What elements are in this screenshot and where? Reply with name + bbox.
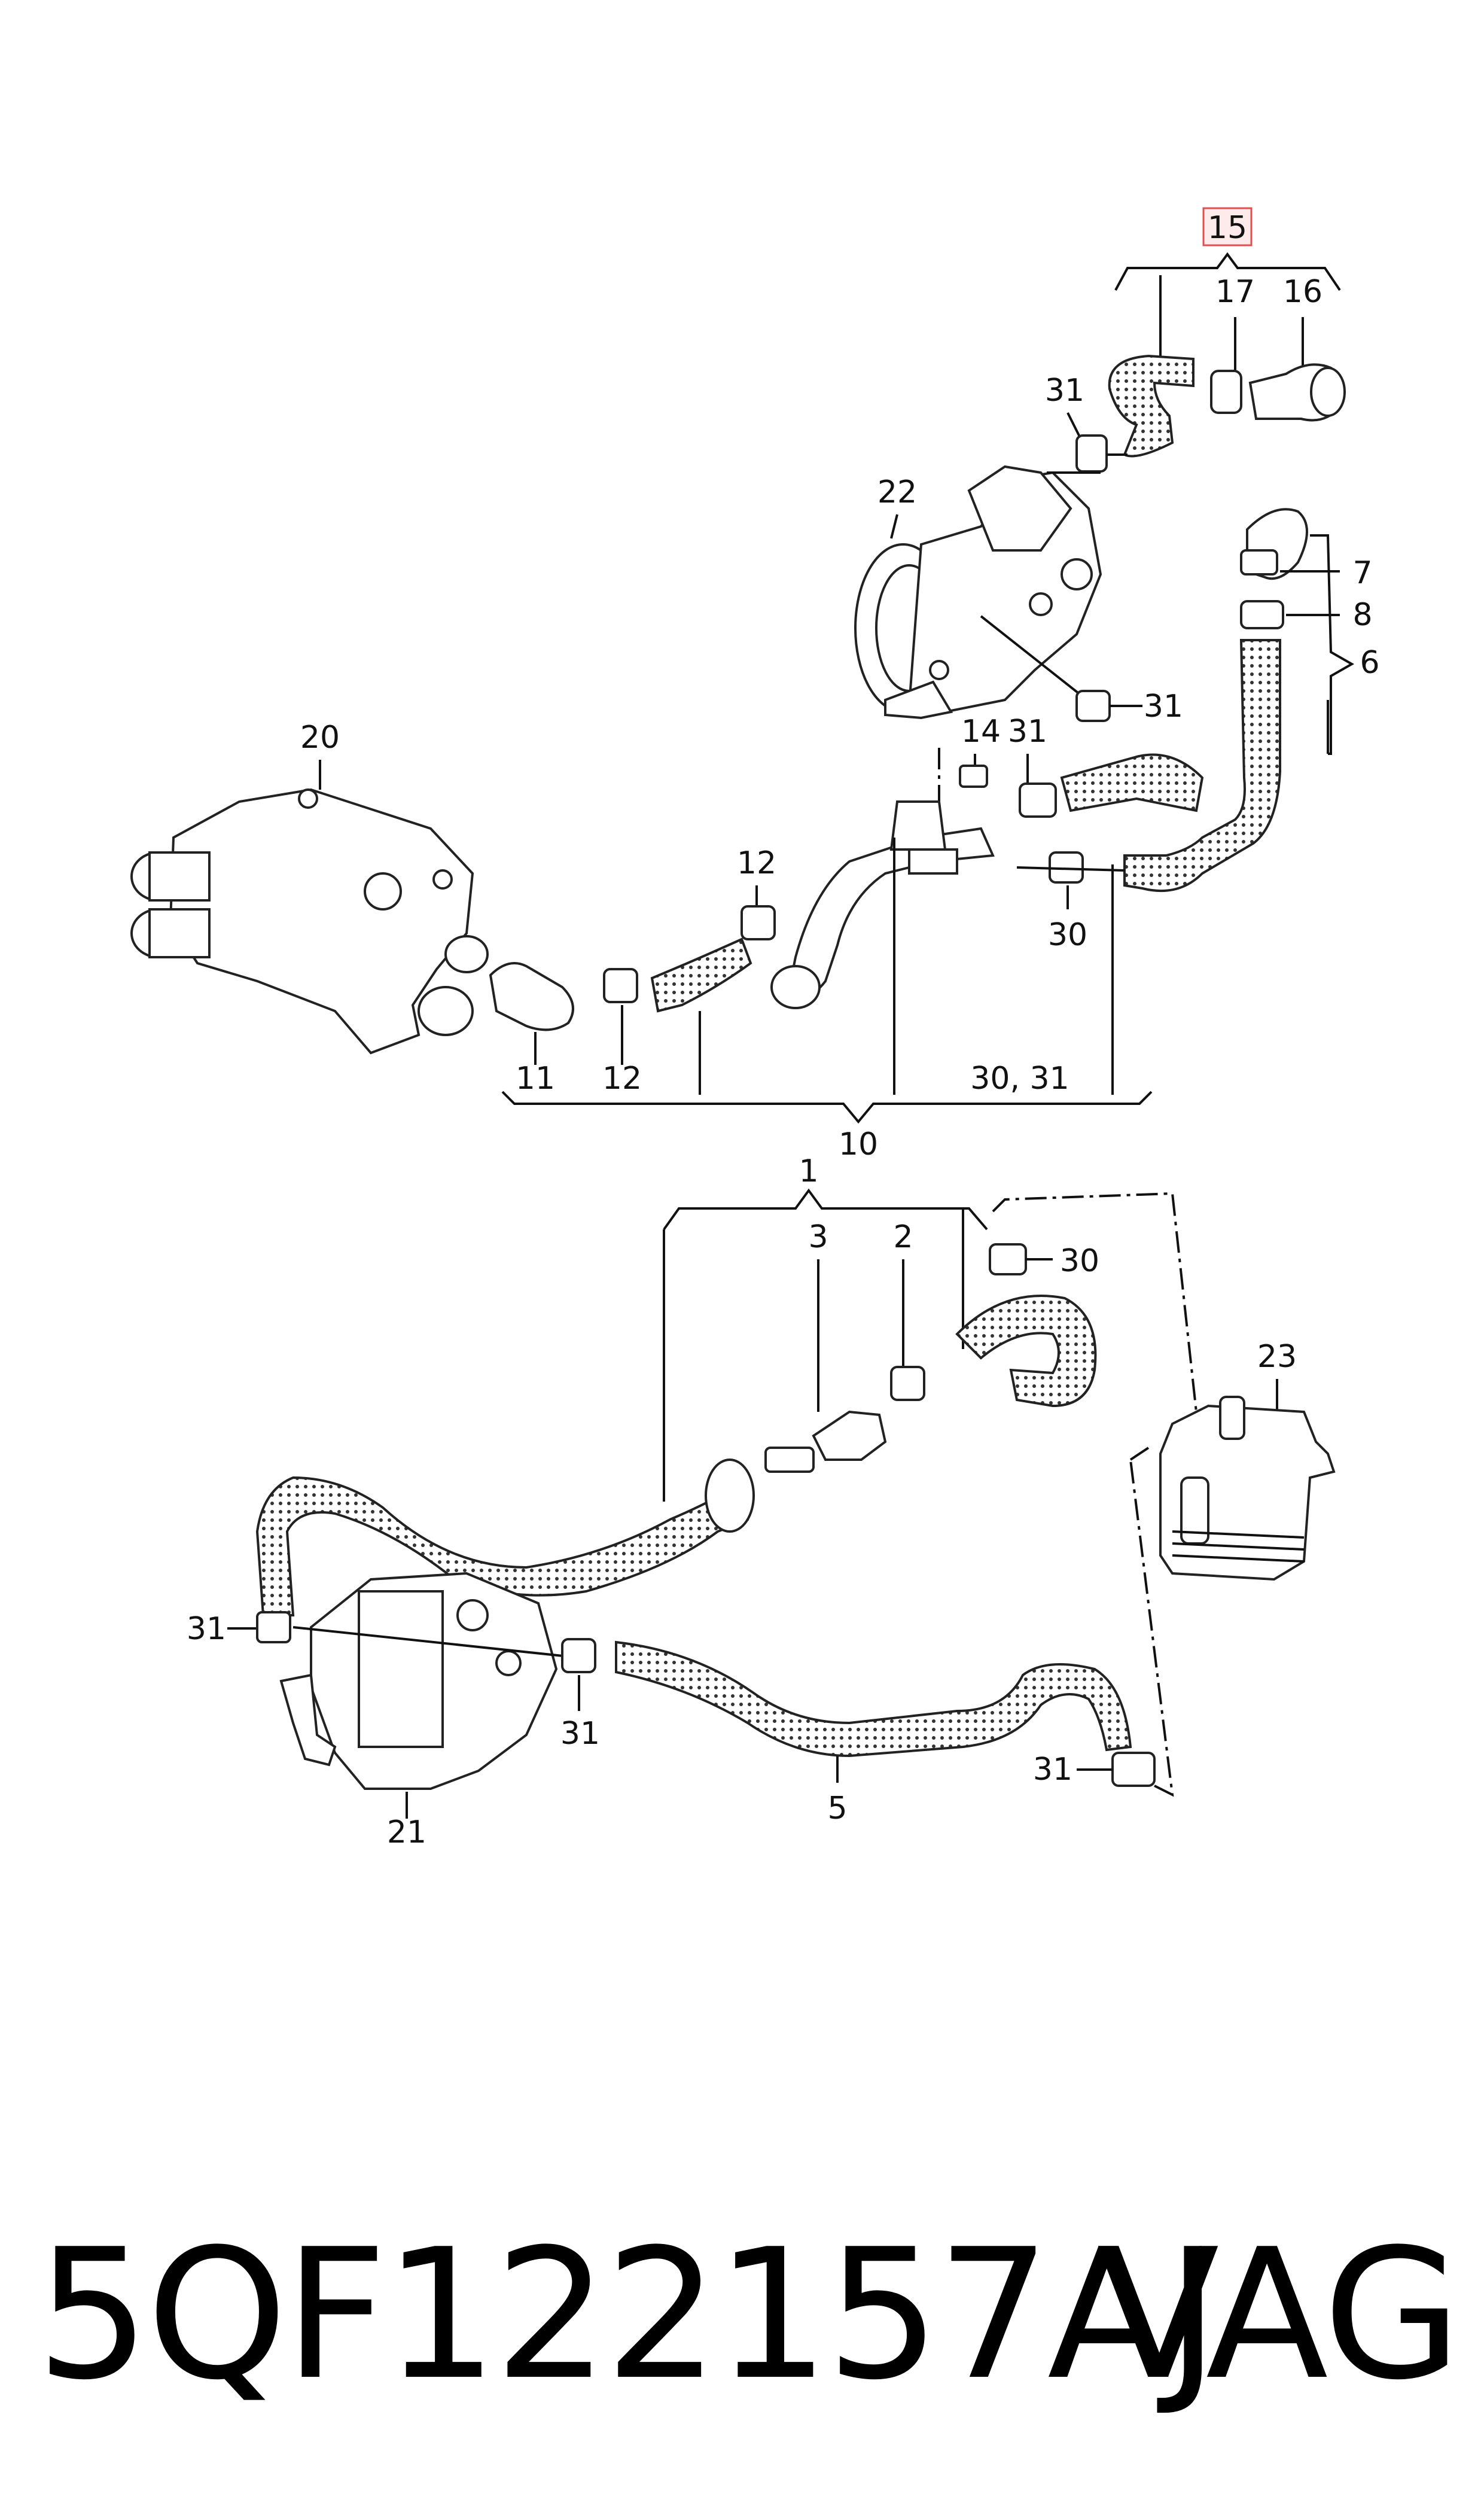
hose-12: [650, 937, 752, 1013]
clamp-2: [890, 1366, 925, 1401]
callout-7[interactable]: 7: [1352, 555, 1372, 591]
clamp-12-b: [741, 905, 776, 940]
callout-31-top[interactable]: 31: [1045, 373, 1084, 409]
hose-5: [615, 1640, 1132, 1758]
callout-6[interactable]: 6: [1360, 645, 1379, 681]
clamp-31-mid: [1019, 783, 1057, 818]
callout-22[interactable]: 22: [877, 474, 917, 510]
callout-20[interactable]: 20: [300, 720, 340, 756]
brace-6: [1310, 534, 1355, 755]
clamp-31-center: [561, 1638, 596, 1673]
brace-15: [1114, 252, 1341, 291]
parts-diagram: 15 17 16 31 22 7: [130, 207, 1380, 1850]
hose-6: [1123, 639, 1281, 893]
callout-30-mid[interactable]: 30: [1048, 917, 1087, 953]
callout-23[interactable]: 23: [1257, 1339, 1297, 1375]
clamp-31-pump: [1075, 690, 1111, 722]
callout-14[interactable]: 14: [961, 714, 1001, 750]
callout-12-a[interactable]: 12: [602, 1061, 642, 1097]
callout-8[interactable]: 8: [1352, 597, 1372, 633]
valve-3: [812, 1410, 887, 1461]
clamp-31-right: [1111, 1752, 1156, 1787]
group-10: 11 12 12 30, 31 10: [489, 800, 1153, 1162]
group-6: 7 8 6: [1123, 508, 1380, 893]
connector-11: [489, 962, 574, 1031]
callout-5[interactable]: 5: [827, 1791, 847, 1826]
housing-20: 20: [130, 720, 489, 1055]
callout-17[interactable]: 17: [1215, 274, 1255, 310]
callout-1[interactable]: 1: [799, 1153, 818, 1189]
callout-15[interactable]: 15: [1208, 210, 1247, 246]
callout-10[interactable]: 10: [839, 1126, 878, 1162]
brace-1: [663, 1188, 988, 1231]
part-number: 5QF122157AJ: [36, 2211, 1219, 2419]
clamp-8: [1240, 600, 1284, 629]
clamp-12-a: [603, 968, 638, 1003]
callout-16[interactable]: 16: [1283, 274, 1323, 310]
clamps-mid: 31 14 31 30: [938, 615, 1204, 953]
bolt-14: [959, 765, 988, 788]
pump-22: 22: [854, 465, 1102, 720]
pipe-10: [788, 827, 995, 996]
hose-upper-mid: [1060, 753, 1204, 812]
brace-10: [501, 1091, 1153, 1124]
callout-11[interactable]: 11: [516, 1061, 555, 1097]
callout-31-center[interactable]: 31: [560, 1716, 600, 1752]
hose-15: [1108, 354, 1194, 458]
clamp-30-low: [989, 1243, 1027, 1275]
callout-31-mid[interactable]: 31: [1008, 714, 1047, 750]
hose-1-long: [255, 1476, 749, 1616]
callout-30-low[interactable]: 30: [1060, 1243, 1099, 1279]
brand-label: VAG: [1096, 2211, 1462, 2419]
group-1: 1 3 2 30 21 31 31: [187, 1153, 1336, 1850]
clamp-31-left: [256, 1611, 291, 1643]
callout-31-pump[interactable]: 31: [1144, 689, 1183, 724]
clamp-31-top: [1075, 434, 1108, 473]
hose-1-right: [955, 1295, 1097, 1408]
clamp-17: [1210, 370, 1242, 414]
callout-21[interactable]: 21: [387, 1814, 426, 1850]
callout-2[interactable]: 2: [893, 1219, 913, 1255]
group-15: 15 17 16 31: [1045, 207, 1346, 473]
footer: 5QF122157AJ VAG: [36, 2211, 1462, 2441]
callout-15-box[interactable]: [1202, 207, 1253, 246]
callout-12-b[interactable]: 12: [737, 845, 776, 881]
callout-3[interactable]: 3: [808, 1219, 828, 1255]
callout-31-left[interactable]: 31: [187, 1611, 226, 1647]
callout-30-31[interactable]: 30, 31: [970, 1061, 1069, 1097]
callout-31-right[interactable]: 31: [1033, 1752, 1072, 1788]
